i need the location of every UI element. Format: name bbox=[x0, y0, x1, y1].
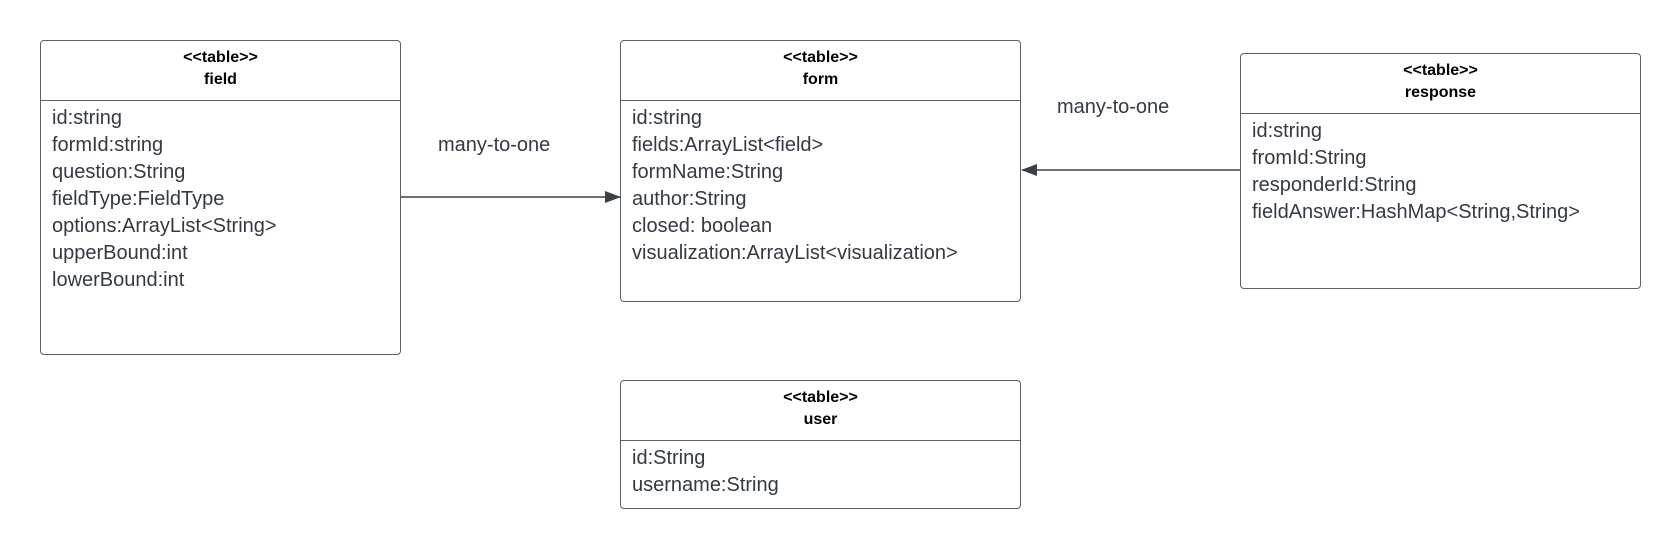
table-form-name: form bbox=[802, 71, 839, 88]
attribute-row: id:String bbox=[632, 447, 706, 469]
table-response-stereotype: <<table>> bbox=[1403, 62, 1478, 79]
table-user-attributes: id:String username:String bbox=[621, 441, 1020, 499]
table-user-stereotype: <<table>> bbox=[783, 389, 858, 406]
attribute-row: question:String bbox=[52, 161, 186, 183]
attribute-row: id:string bbox=[632, 107, 703, 129]
table-user[interactable]: <<table>> user id:String username:String bbox=[620, 380, 1021, 509]
attribute-row: id:string bbox=[52, 107, 123, 129]
attribute-row: upperBound:int bbox=[52, 242, 188, 264]
table-response[interactable]: <<table>> response id:string fromId:Stri… bbox=[1240, 53, 1641, 289]
attribute-row: closed: boolean bbox=[632, 215, 773, 237]
table-form-stereotype: <<table>> bbox=[783, 49, 858, 66]
attribute-row: fieldAnswer:HashMap<String,String> bbox=[1252, 201, 1580, 223]
table-field-header: <<table>> field bbox=[41, 41, 400, 101]
table-response-header: <<table>> response bbox=[1241, 54, 1640, 114]
attribute-row: lowerBound:int bbox=[52, 269, 185, 291]
attribute-row: fromId:String bbox=[1252, 147, 1367, 169]
table-response-attributes: id:string fromId:String responderId:Stri… bbox=[1241, 114, 1640, 226]
table-response-name: response bbox=[1404, 84, 1477, 101]
table-field-stereotype: <<table>> bbox=[183, 49, 258, 66]
table-field[interactable]: <<table>> field id:string formId:string … bbox=[40, 40, 401, 355]
table-form-header: <<table>> form bbox=[621, 41, 1020, 101]
relation-response-form-label: many-to-one bbox=[1057, 96, 1170, 118]
table-field-attributes: id:string formId:string question:String … bbox=[41, 101, 400, 294]
attribute-row: fields:ArrayList<field> bbox=[632, 134, 824, 156]
relation-field-form-label: many-to-one bbox=[438, 134, 551, 156]
attribute-row: visualization:ArrayList<visualization> bbox=[632, 242, 958, 264]
table-user-name: user bbox=[803, 411, 838, 428]
table-form[interactable]: <<table>> form id:string fields:ArrayLis… bbox=[620, 40, 1021, 302]
attribute-row: username:String bbox=[632, 474, 779, 496]
table-form-attributes: id:string fields:ArrayList<field> formNa… bbox=[621, 101, 1020, 267]
attribute-row: formId:string bbox=[52, 134, 164, 156]
table-user-header: <<table>> user bbox=[621, 381, 1020, 441]
attribute-row: fieldType:FieldType bbox=[52, 188, 225, 210]
attribute-row: options:ArrayList<String> bbox=[52, 215, 277, 237]
table-field-name: field bbox=[204, 71, 237, 88]
attribute-row: id:string bbox=[1252, 120, 1323, 142]
attribute-row: author:String bbox=[632, 188, 747, 210]
attribute-row: formName:String bbox=[632, 161, 784, 183]
attribute-row: responderId:String bbox=[1252, 174, 1417, 196]
